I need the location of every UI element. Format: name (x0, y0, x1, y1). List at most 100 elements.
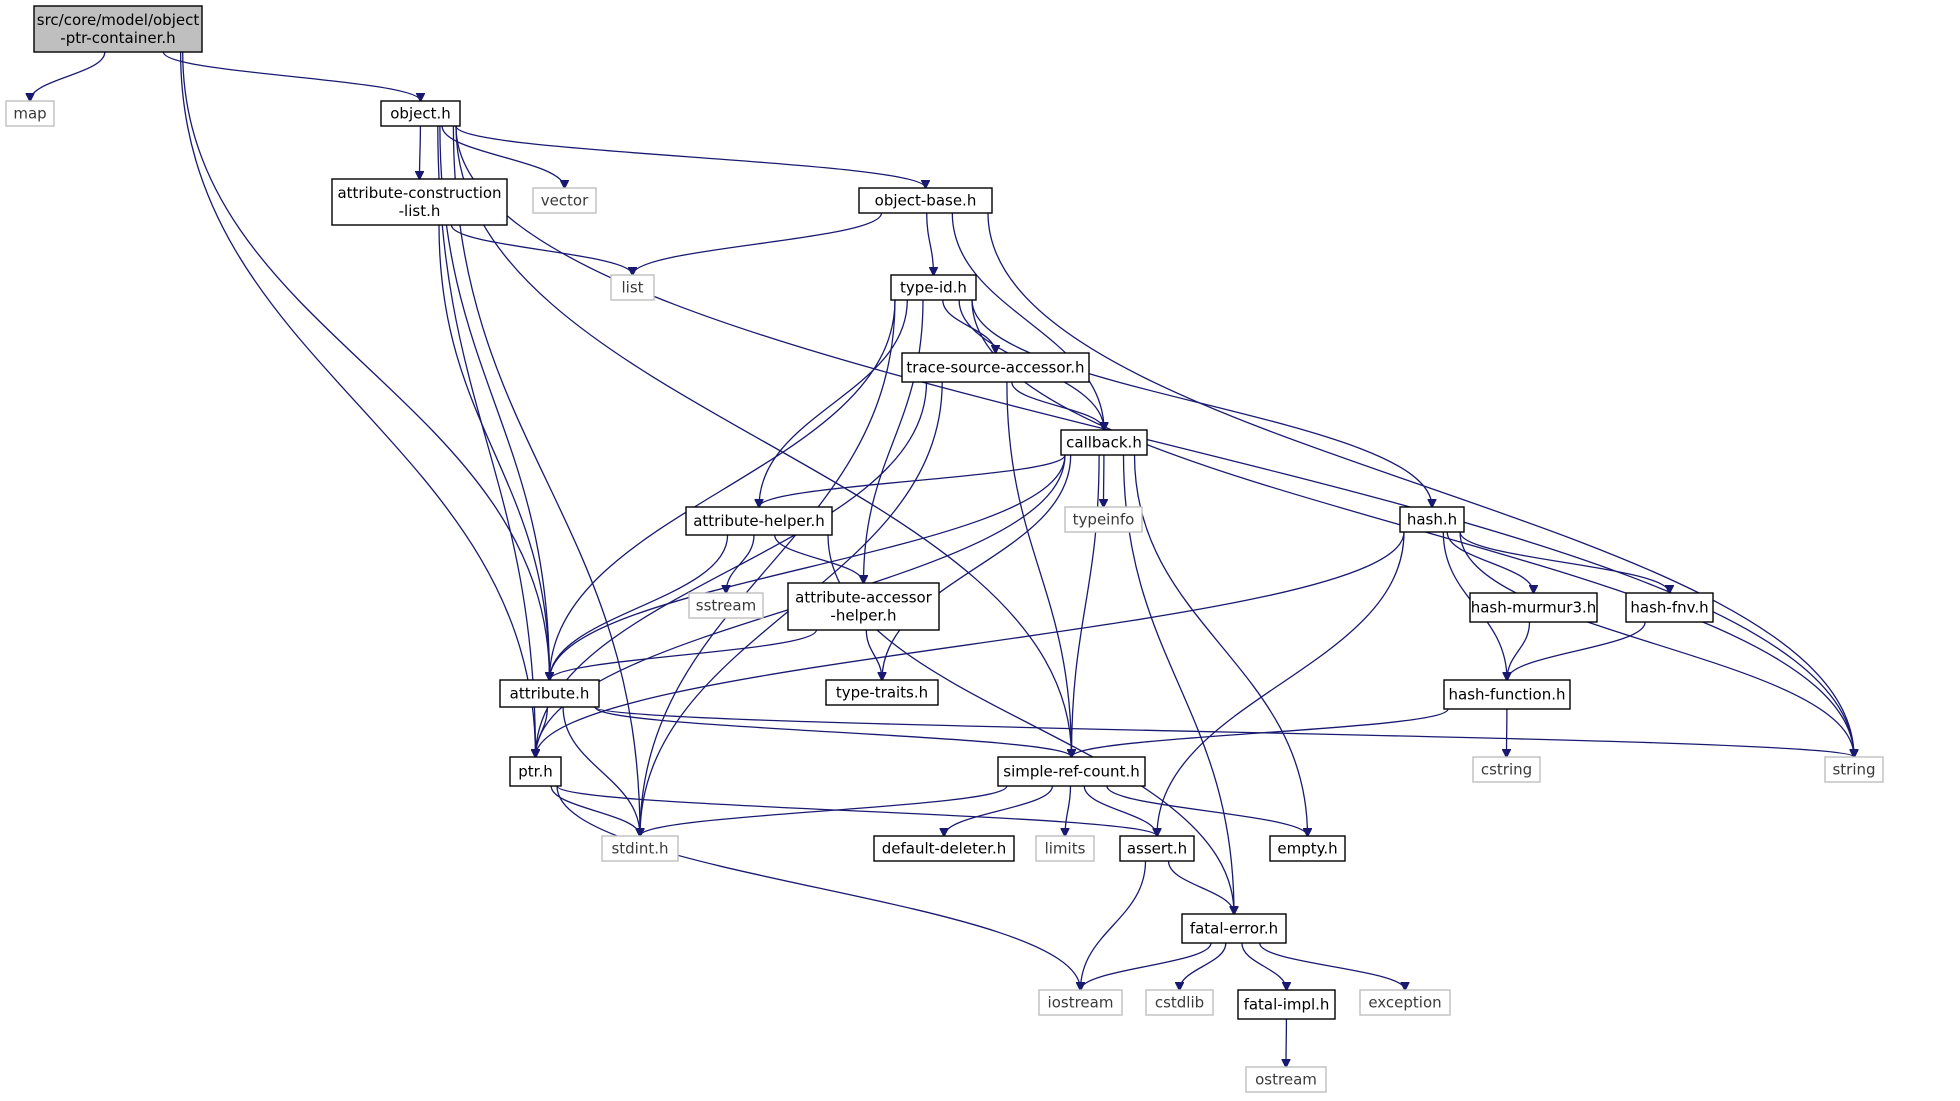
edge-object-to-ptr (437, 125, 536, 757)
node-hash-murmur3[interactable]: hash-murmur3.h (1469, 592, 1598, 623)
node-label: empty.h (1277, 840, 1337, 858)
node-default-deleter[interactable]: default-deleter.h (873, 835, 1015, 862)
node-box (1060, 429, 1148, 456)
node-box (1625, 592, 1714, 623)
node-label: exception (1368, 994, 1441, 1012)
edge-type_id-to-attr_helper (759, 299, 908, 507)
node-box (601, 835, 679, 862)
edge-trace_src-to-callback (1011, 381, 1104, 430)
node-simple-ref[interactable]: simple-ref-count.h (997, 756, 1146, 787)
node-box (5, 100, 55, 127)
edge-layer (30, 51, 1854, 1067)
edge-attr_acc_helper-to-attribute (550, 629, 818, 680)
edge-callback-to-attribute (550, 454, 1066, 680)
node-string: string (1824, 756, 1884, 783)
node-label: typeinfo (1073, 511, 1135, 529)
node-box (997, 756, 1146, 787)
node-hash-function[interactable]: hash-function.h (1443, 679, 1571, 710)
node-callback[interactable]: callback.h (1060, 429, 1148, 456)
edge-root-to-ptr (179, 51, 536, 757)
node-object-base[interactable]: object-base.h (858, 187, 993, 214)
node-label: sstream (696, 597, 756, 615)
edge-ptr-to-stdint (550, 785, 640, 836)
node-label: attribute-construction (337, 184, 501, 202)
node-label: object-base.h (875, 192, 977, 210)
node-box (685, 506, 833, 536)
node-assert[interactable]: assert.h (1119, 835, 1195, 862)
edge-hash-to-hash_murmur3 (1446, 531, 1533, 593)
node-attribute[interactable]: attribute.h (499, 679, 600, 708)
node-object[interactable]: object.h (380, 100, 461, 127)
node-label: type-id.h (900, 279, 967, 297)
edge-fatal_error-to-iostream (1081, 942, 1212, 990)
edge-type_id-to-hash (971, 299, 1432, 507)
node-label: -helper.h (830, 607, 896, 625)
node-label: default-deleter.h (882, 840, 1007, 858)
node-attr-helper[interactable]: attribute-helper.h (685, 506, 833, 536)
edge-root-to-attribute (182, 51, 550, 680)
node-box (509, 756, 562, 787)
node-label: hash-function.h (1449, 686, 1566, 704)
node-box (33, 5, 203, 53)
node-box (873, 835, 1015, 862)
node-root[interactable]: src/core/model/object-ptr-container.h (33, 5, 203, 53)
node-fatal-error[interactable]: fatal-error.h (1181, 913, 1287, 944)
node-hash-fnv[interactable]: hash-fnv.h (1625, 592, 1714, 623)
node-box (331, 178, 508, 226)
edge-root-to-map (30, 51, 106, 101)
node-limits: limits (1035, 835, 1095, 862)
node-empty[interactable]: empty.h (1269, 835, 1346, 862)
node-box (1038, 989, 1123, 1016)
node-box (532, 187, 597, 214)
node-label: object.h (390, 105, 451, 123)
edge-object-to-string (455, 125, 1854, 757)
node-type-traits[interactable]: type-traits.h (825, 679, 939, 706)
node-label: type-traits.h (836, 684, 928, 702)
edge-attribute-to-ptr (536, 706, 549, 757)
node-ptr[interactable]: ptr.h (509, 756, 562, 787)
edge-hash_fnv-to-hash_function (1507, 621, 1646, 680)
node-label: attribute-accessor (795, 589, 933, 607)
node-box (380, 100, 461, 127)
node-label: assert.h (1127, 840, 1187, 858)
node-box (1145, 989, 1214, 1016)
edge-attribute-to-stdint (562, 706, 640, 836)
node-label: fatal-impl.h (1244, 996, 1330, 1014)
edge-hash_murmur3-to-hash_function (1507, 621, 1531, 680)
edge-simple_ref-to-default_deleter (944, 785, 1054, 836)
edge-attr_helper-to-sstream (726, 534, 755, 593)
node-label: map (13, 105, 46, 123)
edge-object_base-to-callback (951, 212, 1104, 430)
node-box (1181, 913, 1287, 944)
node-trace-src[interactable]: trace-source-accessor.h (901, 352, 1090, 383)
edge-fatal_error-to-fatal_impl (1241, 942, 1287, 990)
node-box (499, 679, 600, 708)
node-type-id[interactable]: type-id.h (890, 274, 977, 301)
node-exception: exception (1359, 989, 1451, 1016)
edge-simple_ref-to-limits (1065, 785, 1072, 836)
edge-attribute-to-string (594, 706, 1854, 757)
edge-type_id-to-trace_src (942, 299, 996, 353)
node-hash[interactable]: hash.h (1399, 506, 1465, 533)
node-fatal-impl[interactable]: fatal-impl.h (1237, 989, 1336, 1020)
node-label: hash-fnv.h (1630, 599, 1708, 617)
edge-assert-to-fatal_error (1167, 860, 1235, 914)
node-attr-acc-helper[interactable]: attribute-accessor-helper.h (787, 582, 940, 631)
edge-object-to-stdint (452, 125, 640, 836)
node-box (1035, 835, 1095, 862)
node-box (610, 274, 655, 301)
node-label: attribute.h (510, 685, 590, 703)
edge-object-to-object_base (455, 125, 926, 188)
node-box (1269, 835, 1346, 862)
edge-attr_constr-to-list (450, 224, 632, 275)
edge-callback-to-attr_helper (759, 454, 1066, 507)
node-cstdlib: cstdlib (1145, 989, 1214, 1016)
node-label: simple-ref-count.h (1003, 763, 1139, 781)
node-label: vector (541, 192, 589, 210)
edge-hash-to-ptr (536, 531, 1405, 757)
node-box (1443, 679, 1571, 710)
node-attr-constr[interactable]: attribute-construction-list.h (331, 178, 508, 226)
edge-attr_helper-to-attr_acc_helper (774, 534, 864, 583)
node-iostream: iostream (1038, 989, 1123, 1016)
node-box (1245, 1066, 1327, 1093)
